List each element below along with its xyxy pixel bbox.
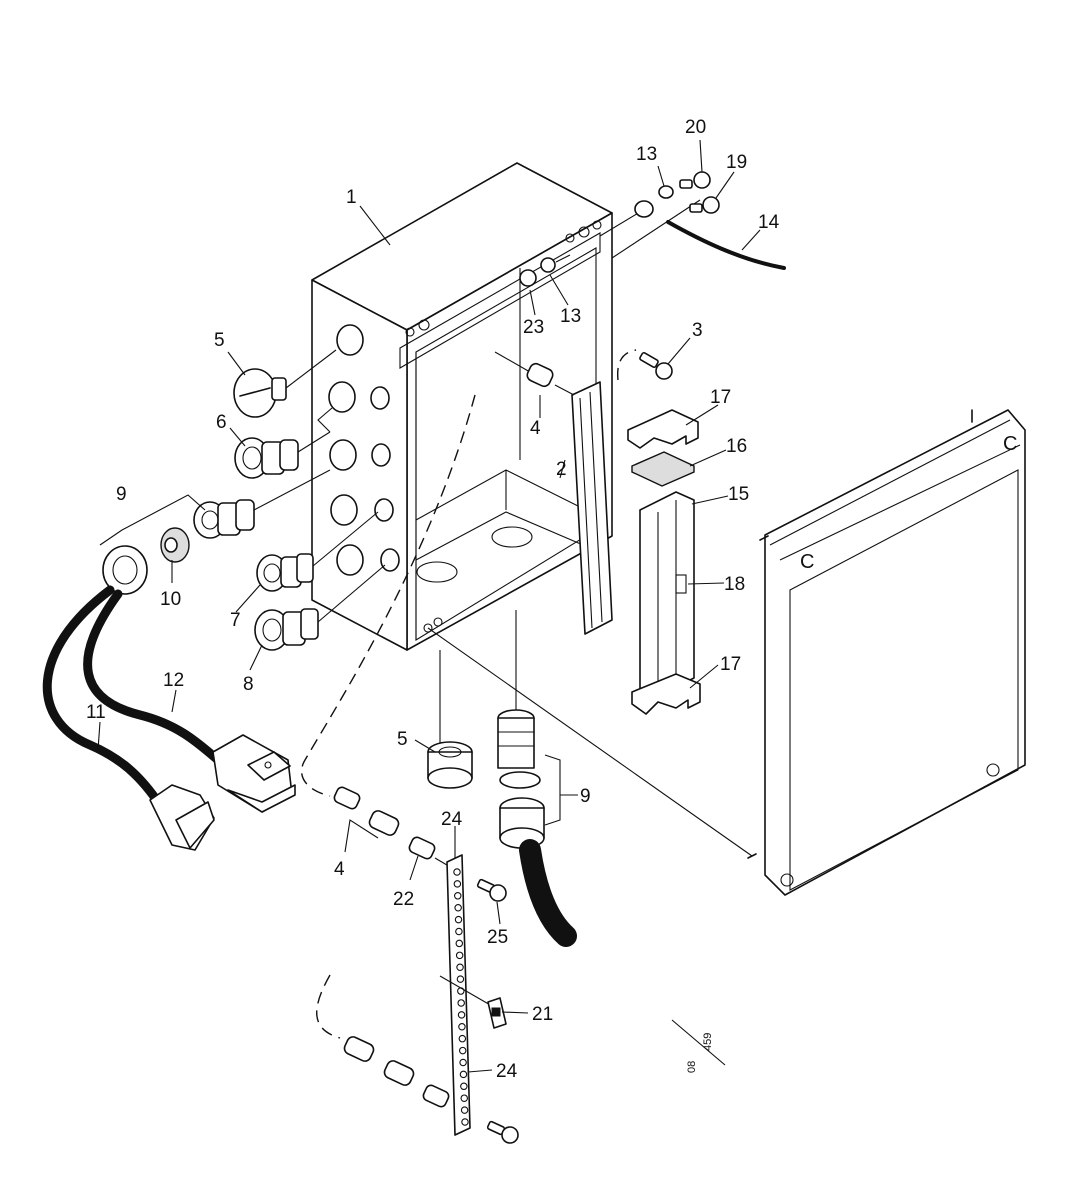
busbar-hole <box>460 1082 468 1091</box>
gland-nut <box>102 545 148 595</box>
clamp-21 <box>439 975 507 1029</box>
busbar-hole <box>459 1070 468 1079</box>
callout-14: 14 <box>758 212 780 233</box>
blanking-plug-bottom <box>427 741 473 789</box>
terminal-busbar <box>446 854 471 1136</box>
busbar-hole <box>453 880 462 888</box>
drawing-reference: 08 459 <box>671 1019 726 1073</box>
callout-16: 16 <box>726 436 747 457</box>
callout-2: 2 <box>556 459 567 480</box>
cable-11 <box>42 585 165 810</box>
busbar-hole <box>457 1011 466 1019</box>
callout-3: 3 <box>692 320 703 341</box>
callout-22: 22 <box>393 889 414 910</box>
busbar-hole <box>454 915 463 924</box>
busbar-hole <box>458 1046 467 1055</box>
end-stop-top <box>627 409 699 449</box>
cable-gland-8 <box>254 564 386 651</box>
callout-24-top: 24 <box>441 809 463 830</box>
busbar-hole <box>461 1118 469 1126</box>
busbar-holes <box>453 868 469 1126</box>
cable-12 <box>83 589 223 765</box>
spacer-16 <box>631 451 695 487</box>
busbar-hole <box>460 1094 468 1102</box>
callout-11: 11 <box>86 702 106 723</box>
callout-9-bottom: 9 <box>580 786 591 807</box>
busbar-hole <box>457 999 465 1007</box>
callout-1: 1 <box>346 187 357 208</box>
drawing-ref-bottom: 459 <box>702 1033 714 1051</box>
callout-7: 7 <box>230 610 241 631</box>
leader-lines <box>97 139 761 1073</box>
callout-17-bottom: 17 <box>720 654 741 675</box>
busbar-hole <box>460 1106 469 1114</box>
cable-gland-7 <box>256 511 379 592</box>
callout-24-bottom: 24 <box>496 1061 518 1082</box>
busbar-hole <box>458 1034 467 1043</box>
lid-align-line <box>427 627 753 857</box>
terminal-block-15 <box>639 491 695 697</box>
screw-bottom <box>486 1120 519 1144</box>
callout-10: 10 <box>160 589 181 610</box>
busbar-hole <box>456 963 464 971</box>
callout-4-bottom: 4 <box>334 859 345 880</box>
busbar-hole <box>455 951 464 960</box>
callout-17-top: 17 <box>710 387 731 408</box>
svg-text:C: C <box>800 551 814 573</box>
callout-18: 18 <box>724 574 745 595</box>
callout-13-top: 13 <box>636 144 657 165</box>
busbar-hole <box>458 1023 466 1031</box>
cable-gland-bottom <box>497 709 577 947</box>
callout-21: 21 <box>532 1004 553 1025</box>
busbar-hole <box>456 975 465 983</box>
busbar-hole <box>459 1058 467 1067</box>
dashed-route-upper <box>300 394 476 797</box>
group-bracket <box>317 407 333 433</box>
busbar-hole <box>454 892 462 900</box>
callout-5-top: 5 <box>214 330 225 351</box>
svg-text:C: C <box>1003 433 1017 455</box>
callout-4-top: 4 <box>530 418 541 439</box>
screw-25 <box>476 878 507 902</box>
cable-gland-9a <box>193 469 331 539</box>
standoff-chain-bottom <box>343 1036 450 1108</box>
callout-13-mid: 13 <box>560 306 581 327</box>
busbar-hole <box>455 939 464 948</box>
connector-11 <box>149 784 215 851</box>
callout-20: 20 <box>685 117 706 138</box>
enclosure-lid: C C <box>747 409 1026 896</box>
connector-12 <box>212 734 296 813</box>
callout-23: 23 <box>523 317 544 338</box>
blanking-plug <box>233 349 337 418</box>
busbar-hole <box>455 927 463 936</box>
cable-gland-6 <box>234 431 331 479</box>
busbar-hole <box>454 903 462 912</box>
callout-labels: 1 2 3 4 4 5 5 6 7 8 9 9 10 11 12 13 13 1… <box>86 117 780 1082</box>
callout-9-left: 9 <box>116 484 127 505</box>
end-stop-bottom <box>631 673 701 715</box>
callout-12: 12 <box>163 670 184 691</box>
dashed-route-lower <box>316 974 341 1039</box>
callout-5-bottom: 5 <box>397 729 408 750</box>
callout-15: 15 <box>728 484 749 505</box>
drawing-ref-top: 08 <box>686 1061 698 1073</box>
standoff-4 <box>494 351 575 396</box>
din-rail <box>571 381 613 635</box>
standoff-chain-top <box>333 786 453 869</box>
callout-19: 19 <box>726 152 747 173</box>
screw-3 <box>617 349 673 381</box>
callout-6: 6 <box>216 412 227 433</box>
sealing-ring <box>160 527 190 563</box>
group-bracket-9 <box>544 754 561 826</box>
callout-25: 25 <box>487 927 508 948</box>
busbar-hole <box>453 868 461 876</box>
callout-8: 8 <box>243 674 254 695</box>
enclosure-box <box>311 162 613 651</box>
